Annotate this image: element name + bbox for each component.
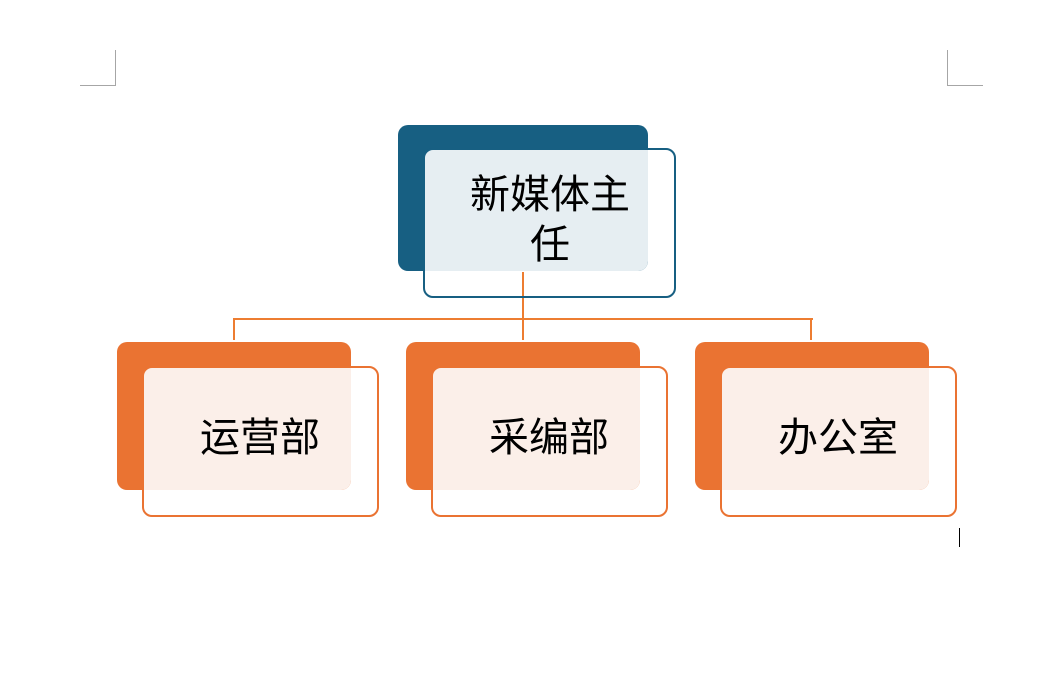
child-shape-front (431, 366, 668, 517)
root-shape-overlap (424, 149, 648, 271)
child-label: 运营部 (200, 415, 320, 461)
connector-horizontal (233, 318, 813, 320)
crop-mark-top-right-h (947, 85, 983, 86)
text-cursor (959, 528, 960, 547)
crop-mark-top-left-h (80, 85, 116, 86)
child-shape-overlap (432, 367, 640, 490)
child-label: 采编部 (489, 415, 609, 461)
connector-child-3 (810, 318, 812, 340)
root-label: 新媒体主任 (470, 172, 630, 268)
root-shape-front (423, 148, 676, 298)
child-shape-front (720, 366, 957, 517)
crop-mark-top-left-v (115, 50, 116, 86)
child-shape-overlap (143, 367, 351, 490)
connector-child-1 (233, 318, 235, 340)
child-shape-overlap (721, 367, 929, 490)
child-label: 办公室 (778, 415, 898, 461)
connector-root-down (522, 272, 524, 340)
child-shape-front (142, 366, 379, 517)
crop-mark-top-right-v (947, 50, 948, 86)
